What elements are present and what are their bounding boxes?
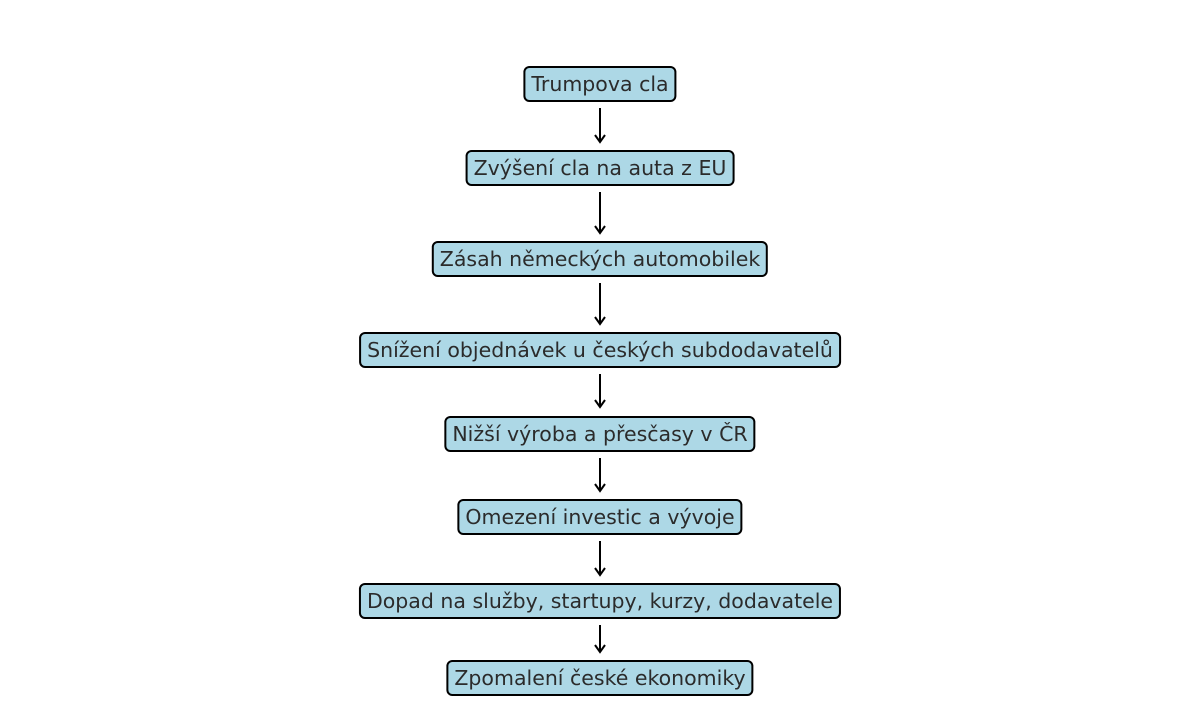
node-dopad-na-sluzby: Dopad na služby, startupy, kurzy, dodava… [358,583,842,619]
arrow-6-to-7 [592,541,608,577]
arrow-7-to-8 [592,625,608,654]
node-zpomaleni-ekonomiky: Zpomalení české ekonomiky [446,660,754,696]
node-omezeni-investic: Omezení investic a vývoje [457,499,743,535]
arrow-2-to-3 [592,192,608,235]
arrow-1-to-2 [592,108,608,144]
node-snizeni-objednavek: Snížení objednávek u českých subdodavate… [359,332,841,368]
node-trumpova-cla: Trumpova cla [523,66,677,102]
arrow-5-to-6 [592,458,608,493]
arrow-4-to-5 [592,374,608,409]
arrow-3-to-4 [592,283,608,326]
node-zasah-automobilek: Zásah německých automobilek [431,241,769,277]
node-nizsi-vyroba: Nižší výroba a přesčasy v ČR [444,416,756,452]
node-zvyseni-cla: Zvýšení cla na auta z EU [465,150,735,186]
